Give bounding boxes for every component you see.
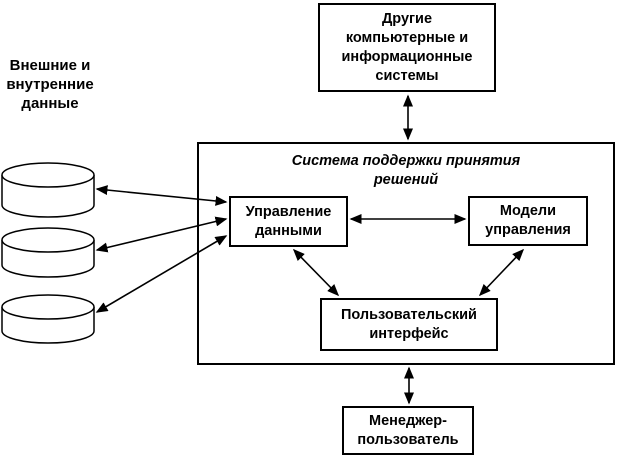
data-management-label: Управление данными [245, 203, 332, 239]
database-cylinder-3 [1, 294, 95, 344]
user-interface-box: Пользовательский интерфейс [320, 298, 498, 351]
data-management-box: Управление данными [229, 196, 348, 247]
models-label: Модели управления [485, 203, 571, 238]
user-interface-label: Пользовательский интерфейс [341, 306, 477, 342]
manager-user-box: Менеджер- пользователь [342, 406, 474, 455]
external-data-label: Внешние и внутренние данные [6, 57, 94, 112]
models-box: Модели управления [468, 196, 588, 246]
database-cylinder-2 [1, 227, 95, 278]
manager-user-label: Менеджер- пользователь [357, 412, 459, 448]
dss-title: Система поддержки принятия решений [291, 153, 521, 188]
database-cylinder-1 [1, 162, 95, 218]
other-systems-box: Другие компьютерные и информационные сис… [318, 3, 496, 92]
other-systems-label: Другие компьютерные и информационные сис… [341, 10, 473, 84]
